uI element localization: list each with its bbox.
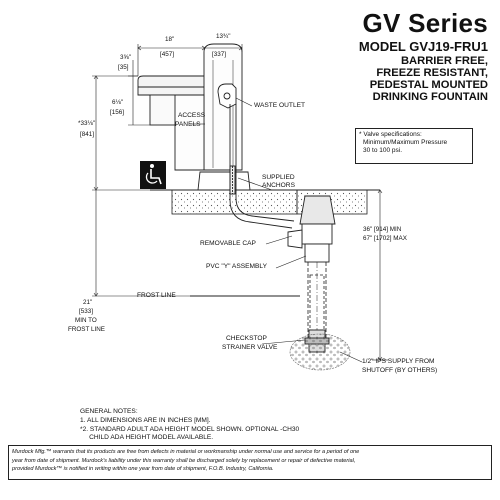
checkstop-label-2: STRAINER VALVE (222, 344, 278, 351)
dim-13-mm: [337] (212, 51, 227, 58)
concrete-slab (150, 189, 380, 215)
dim-3-mm: [35] (118, 64, 129, 71)
general-notes: GENERAL NOTES: 1. ALL DIMENSIONS ARE IN … (80, 408, 299, 443)
description-line-4: DRINKING FOUNTAIN (372, 91, 488, 103)
supply-line (229, 104, 295, 229)
dim-36-label: 36" [914] MIN (363, 226, 402, 233)
note-item-2: *2. STANDARD ADULT ADA HEIGHT MODEL SHOW… (80, 425, 300, 433)
access-panels-label-1: ACCESS (178, 112, 206, 119)
supply-label-2: SHUTOFF (BY OTHERS) (362, 367, 438, 374)
dim-67-label: 67" [1702] MAX (363, 235, 407, 242)
waste-outlet (217, 83, 237, 109)
description-line-1: BARRIER FREE, (400, 55, 488, 67)
waste-outlet-label: WASTE OUTLET (254, 102, 306, 109)
description-line-3: PEDESTAL MOUNTED (369, 79, 488, 91)
gravel-bed (289, 333, 351, 371)
dim-21-label: 21" (83, 299, 93, 306)
dim-3-label: 3⅝" (120, 54, 131, 61)
dim-18-mm: [457] (160, 51, 175, 58)
valve-spec-box: * Valve specifications: Minimum/Maximum … (355, 128, 473, 164)
dim-6-label: 6⅛" (112, 99, 123, 106)
dim-18-label: 18" (165, 36, 175, 43)
anchors-label-2: ANCHORS (262, 182, 295, 189)
dim-13-label: 13¾" (216, 33, 231, 40)
valve-spec-line-2: Minimum/Maximum Pressure (363, 139, 448, 147)
dim-21-mm: [533] (79, 308, 94, 315)
wheelchair-icon (140, 161, 166, 189)
frost-line-label: FROST LINE (137, 292, 176, 299)
removable-cap-label: REMOVABLE CAP (200, 240, 256, 247)
base-plate (197, 165, 251, 195)
access-panels-label-2: PANELS (175, 121, 201, 128)
dim-21-note-1: MIN TO (75, 317, 97, 324)
dim-21-note-2: FROST LINE (68, 326, 105, 333)
dim-6-mm: [156] (110, 109, 125, 116)
dim-33-label: *33⅛" (78, 120, 95, 127)
model-number: MODEL GVJ19-FRU1 (358, 39, 488, 54)
note-item-3: CHILD ADA HEIGHT MODEL AVAILABLE. (80, 434, 214, 442)
pvc-y-label: PVC "Y" ASSEMBLY (206, 263, 267, 270)
notes-heading: GENERAL NOTES: (80, 408, 138, 415)
description-line-2: FREEZE RESISTANT, (376, 67, 488, 79)
dim-33-mm: [841] (80, 131, 95, 138)
valve-spec-line-1: * Valve specifications: (359, 131, 422, 138)
dimension-lines (92, 44, 388, 363)
warranty-box: Murdock Mfg.™ warrants that its products… (8, 445, 492, 480)
warranty-line-2: year from date of shipment. Murdock's li… (12, 457, 356, 464)
series-title: GV Series (362, 8, 488, 38)
pedestal (174, 43, 243, 171)
valve-spec-line-3: 30 to 100 psi. (363, 147, 403, 155)
valve-stack (287, 195, 336, 263)
warranty-line-3: provided Murdock™ is notified in writing… (12, 466, 274, 473)
anchors-label-1: SUPPLIED (262, 174, 295, 181)
supply-label-1: 1/2" IPS SUPPLY FROM (362, 358, 435, 365)
warranty-line-1: Murdock Mfg.™ warrants that its products… (12, 449, 360, 455)
checkstop-label-1: CHECKSTOP (226, 335, 267, 342)
note-item-1: 1. ALL DIMENSIONS ARE IN INCHES [MM]. (80, 416, 211, 424)
